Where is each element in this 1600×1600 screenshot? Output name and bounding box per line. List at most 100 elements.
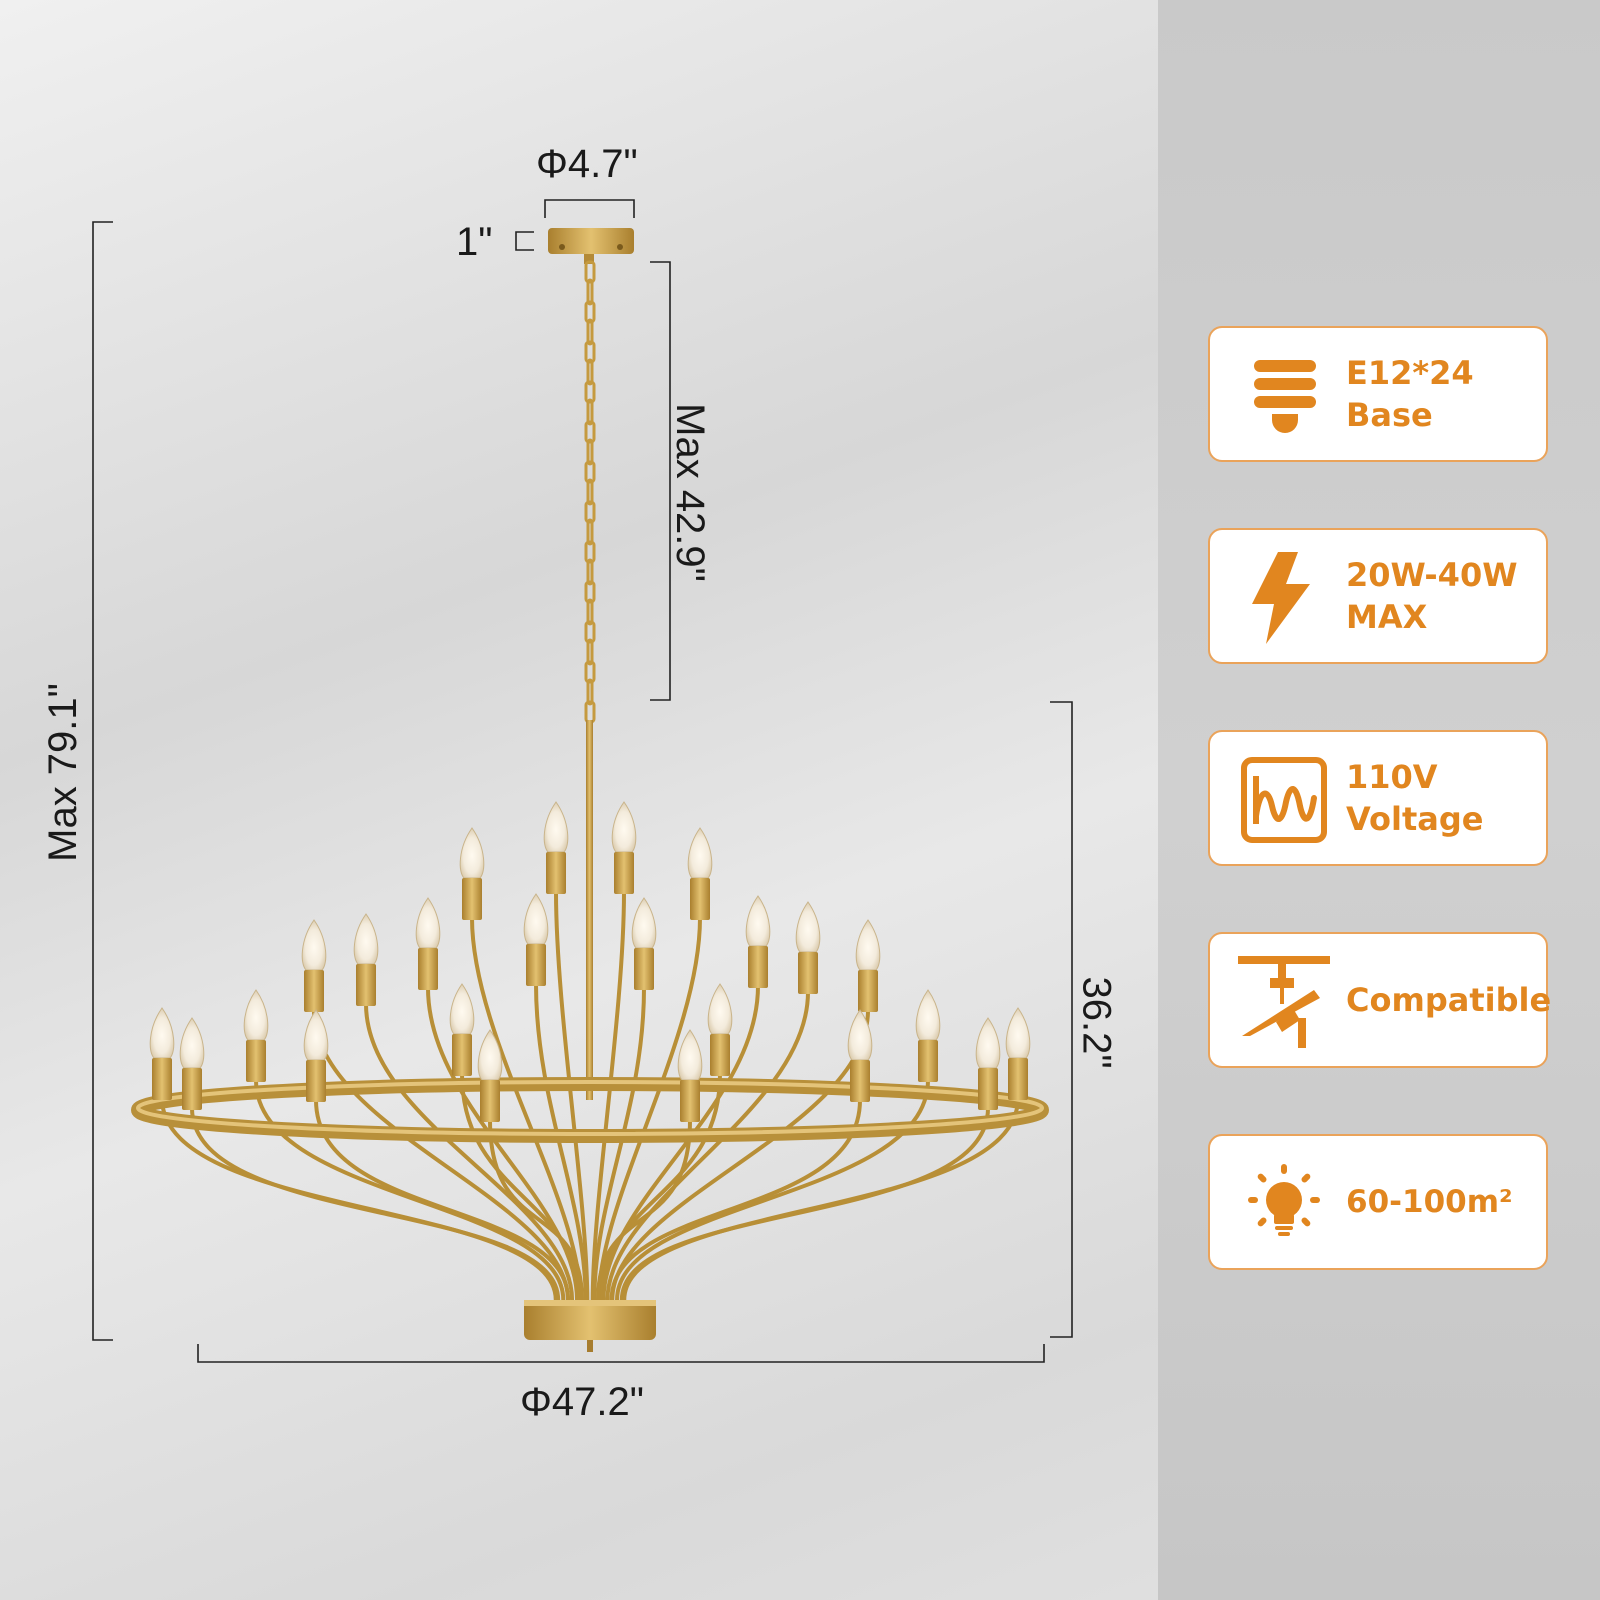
total-height-label: Max 79.1" [40, 683, 85, 862]
bulb [915, 989, 941, 1041]
candle-socket [526, 944, 546, 986]
candle [353, 913, 379, 1006]
chandelier-arm [488, 1119, 584, 1301]
candle-socket [418, 948, 438, 990]
candle-socket [858, 970, 878, 1012]
candle-sockets [149, 801, 1031, 1122]
candle [847, 1009, 873, 1102]
candle [415, 897, 441, 990]
bulb [687, 827, 713, 879]
chandelier-arm [622, 1097, 1020, 1301]
candle-socket [978, 1068, 998, 1110]
bulb [523, 893, 549, 945]
feature-card-coverage: 60-100m² [1208, 1134, 1548, 1270]
feature-line2: Voltage [1346, 800, 1484, 838]
candle [611, 801, 637, 894]
sloped-ceiling-icon [1238, 956, 1330, 1048]
candle-socket [306, 1060, 326, 1102]
candle-socket [748, 946, 768, 988]
candle-socket [798, 952, 818, 994]
chain-link [586, 358, 594, 386]
bulb [415, 897, 441, 949]
bulb [677, 1029, 703, 1081]
chandelier-arm [534, 983, 588, 1301]
chain-link [584, 340, 596, 364]
candle-socket [152, 1058, 172, 1100]
candle-socket [680, 1080, 700, 1122]
candle-socket [246, 1040, 266, 1082]
canopy [548, 228, 634, 264]
candle [459, 827, 485, 920]
candle-socket [356, 964, 376, 1006]
chandelier-arm [592, 987, 646, 1301]
candle [795, 901, 821, 994]
chain-length-label: Max 42.9" [667, 403, 712, 582]
bulb [543, 801, 569, 853]
chandelier-arm [596, 1119, 692, 1301]
light-bulb-rays-icon [1248, 1164, 1320, 1236]
chandelier-arm [312, 1009, 570, 1301]
candle-socket [690, 878, 710, 920]
chain-link [586, 638, 594, 666]
bulb [459, 827, 485, 879]
chain-link [584, 300, 596, 324]
feature-card-base: E12*24 Base [1208, 326, 1548, 462]
bulb [149, 1007, 175, 1059]
candle [707, 983, 733, 1076]
feature-line2: Base [1346, 396, 1433, 434]
candle-socket [452, 1034, 472, 1076]
chandelier-arm [609, 1099, 862, 1301]
candle-socket [462, 878, 482, 920]
candle-socket [546, 852, 566, 894]
bulb-base-icon [1254, 360, 1316, 433]
chandelier-arm [605, 991, 810, 1301]
canopy-diameter-label: Φ4.7" [536, 142, 638, 186]
feature-line1: E12*24 [1346, 354, 1474, 392]
bulb [707, 983, 733, 1035]
chain-link [586, 678, 594, 706]
chain [584, 260, 596, 724]
chain-link [584, 580, 596, 604]
chain-link [584, 260, 596, 284]
canopy-height-label: 1" [456, 220, 493, 264]
candle-socket [850, 1060, 870, 1102]
chain-link [584, 540, 596, 564]
chain-link [584, 620, 596, 644]
candle [301, 919, 327, 1012]
chain-link [584, 660, 596, 684]
body-height-label: 36.2" [1074, 976, 1119, 1069]
chain-link [584, 500, 596, 524]
candle [477, 1029, 503, 1122]
chandelier-arm [601, 985, 760, 1301]
chain-link [586, 478, 594, 506]
chain-link [584, 420, 596, 444]
chandelier-arm [590, 891, 626, 1301]
candle-socket [304, 970, 324, 1012]
chain-link [586, 278, 594, 306]
feature-line2: MAX [1346, 598, 1428, 636]
chandelier-arm [460, 1073, 582, 1301]
chandelier-arm [554, 891, 590, 1301]
bulb [855, 919, 881, 971]
chain-link [586, 438, 594, 466]
chain-link [586, 518, 594, 546]
chandelier-arm [364, 1003, 575, 1301]
bulb [243, 989, 269, 1041]
bulb [179, 1017, 205, 1069]
chandelier-arm [426, 987, 580, 1301]
chandelier-arm [314, 1099, 571, 1301]
feature-card-sloped-ceiling: Compatible [1208, 932, 1551, 1068]
bulb [303, 1009, 329, 1061]
bulb [631, 897, 657, 949]
down-rod [586, 720, 593, 1100]
candle [179, 1017, 205, 1110]
bulb [449, 983, 475, 1035]
chandelier-ring [131, 1077, 1049, 1143]
feature-line1: 20W-40W [1346, 556, 1518, 594]
bulb [1005, 1007, 1031, 1059]
candle-socket [480, 1080, 500, 1122]
feature-line1: 60-100m² [1346, 1184, 1513, 1220]
chandelier-arm [596, 917, 702, 1301]
feature-line1: 110V [1346, 758, 1438, 796]
candle-socket [918, 1040, 938, 1082]
